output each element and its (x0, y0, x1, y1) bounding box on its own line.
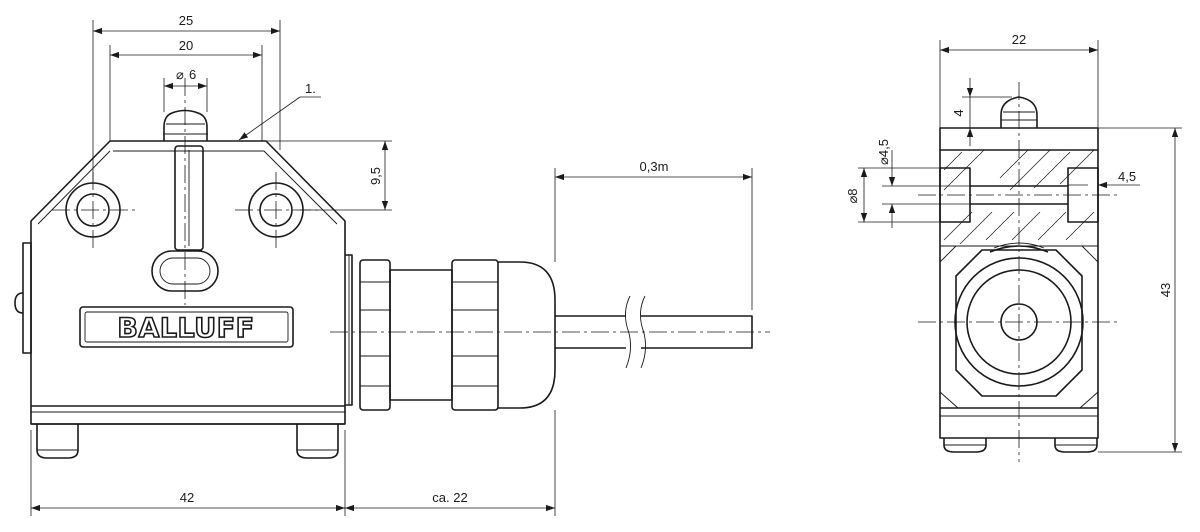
cable-gland (345, 254, 556, 411)
dim-side-hole-small: ⌀4,5 (876, 139, 970, 228)
dim-outer-width: 25 (92, 13, 281, 183)
side-connector (918, 242, 1118, 397)
dim-hole-height-label: 9,5 (368, 167, 383, 185)
dim-side-plunger-height-label: 4 (951, 109, 966, 116)
front-view: BALLUFF (14, 13, 770, 516)
dim-side-width: 22 (939, 32, 1099, 128)
dim-side-height-label: 43 (1158, 283, 1173, 297)
dim-plunger-diameter: ⌀ 6 (163, 67, 208, 112)
mounting-hole-right (235, 172, 318, 250)
side-feet (943, 438, 1098, 453)
dim-side-height: 43 (1098, 127, 1182, 453)
dim-side-counterbore: 4,5 (1068, 169, 1140, 189)
callout-1: 1. (238, 81, 321, 141)
brand-logo-text: BALLUFF (117, 313, 254, 344)
dim-side-hole-large-value: 8 (845, 188, 860, 195)
balluff-logo: BALLUFF (79, 306, 294, 348)
dim-side-plunger-height: 4 (951, 78, 1012, 146)
dim-outer-width-label: 25 (179, 13, 193, 28)
plunger (163, 109, 208, 141)
diameter-symbol-large: ⌀ (845, 196, 860, 204)
dim-body-width: 42 (30, 410, 556, 516)
dim-hole-spacing-label: 20 (179, 38, 193, 53)
dim-connector-length-label: ca. 22 (432, 490, 467, 505)
dim-hole-height: 9,5 (266, 140, 392, 211)
side-through-hole (918, 167, 1118, 223)
side-section-hatch (943, 149, 1095, 245)
dim-cable-length-label: 0,3m (640, 159, 669, 174)
mounting-hole-left (52, 172, 135, 250)
dim-side-hole-large: ⌀8 (845, 167, 940, 223)
diameter-symbol-front: ⌀ (176, 67, 184, 82)
dim-side-hole-small-label: ⌀4,5 (876, 139, 891, 165)
dim-hole-spacing: 20 (109, 38, 263, 141)
dim-side-width-label: 22 (1012, 32, 1026, 47)
dim-side-hole-large-label: ⌀8 (845, 188, 860, 203)
callout-1-label: 1. (305, 81, 316, 96)
diameter-symbol-small: ⌀ (876, 157, 891, 165)
dim-cable-length: 0,3m (554, 159, 753, 310)
switch-housing (14, 140, 346, 459)
side-view: 22 4 ⌀4,5 ⌀8 4,5 (845, 32, 1182, 462)
dim-plunger-diameter-label: 6 (189, 67, 196, 82)
dim-body-width-label: 42 (180, 490, 194, 505)
dim-side-hole-small-value: 4,5 (876, 139, 891, 157)
dim-connector-length: ca. 22 (345, 490, 555, 512)
dim-side-counterbore-label: 4,5 (1118, 169, 1136, 184)
